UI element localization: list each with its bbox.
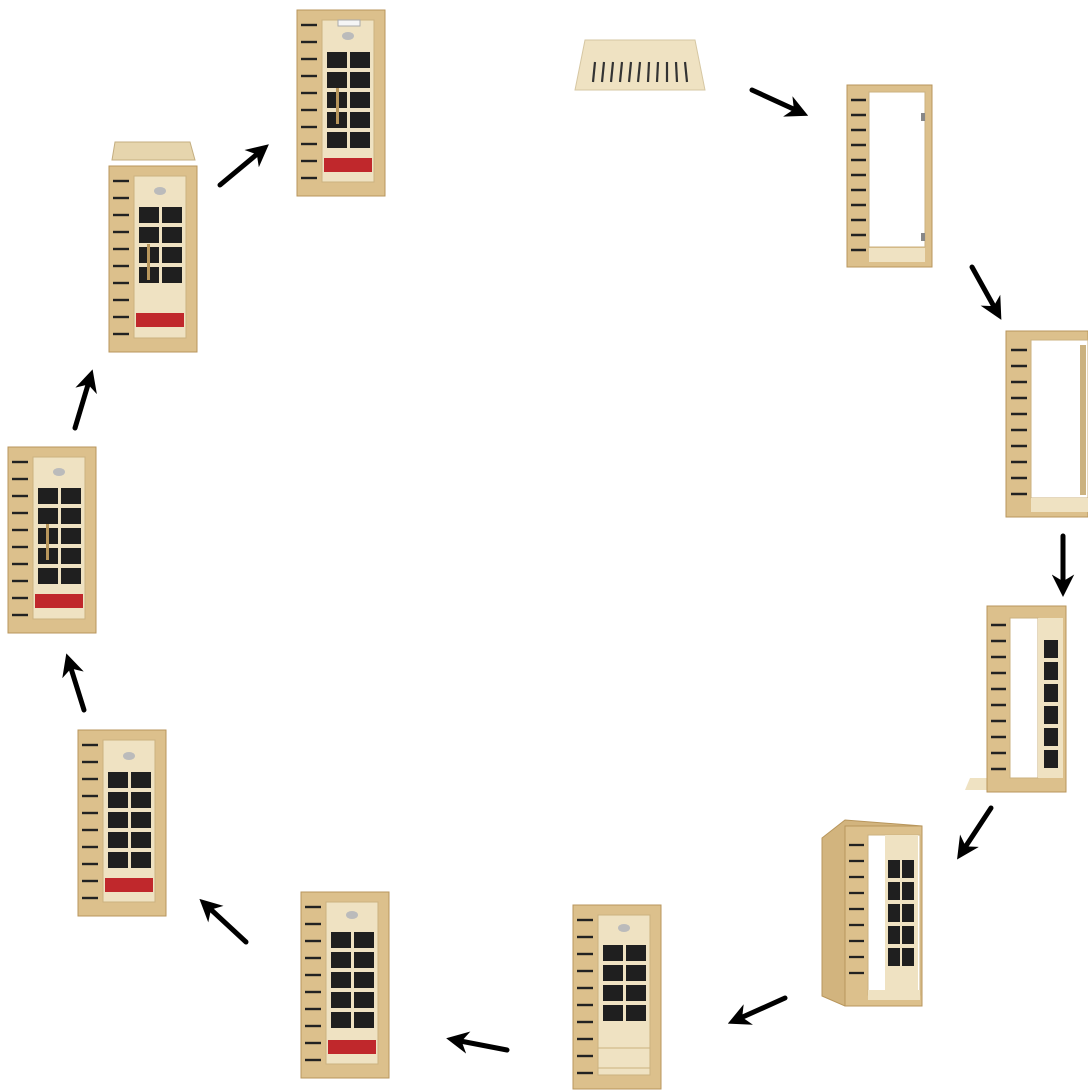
arrow-icon: [749, 87, 809, 117]
door-frame-icon: [77, 729, 167, 917]
arrow-icon: [969, 264, 1002, 320]
finished-sauna-icon: [296, 9, 386, 197]
arrow-icon: [957, 805, 994, 860]
arrow-icon: [62, 653, 87, 713]
arrow-icon: [199, 898, 249, 945]
arrow-icon: [72, 369, 97, 431]
side-wall-icon: [846, 84, 933, 268]
wall-frame-icon: [1005, 330, 1088, 518]
arrow-icon: [727, 995, 788, 1025]
three-walls-icon: [821, 819, 923, 1007]
arrow-icon: [446, 1031, 510, 1054]
glass-door-icon: [7, 446, 97, 634]
roof-panel-icon: [108, 141, 198, 353]
arrow-icon: [217, 144, 269, 188]
bench-icon: [300, 891, 390, 1079]
floor-panel-icon: [574, 39, 706, 91]
front-frame-icon: [572, 904, 662, 1090]
heater-wall-icon: [965, 605, 1067, 793]
